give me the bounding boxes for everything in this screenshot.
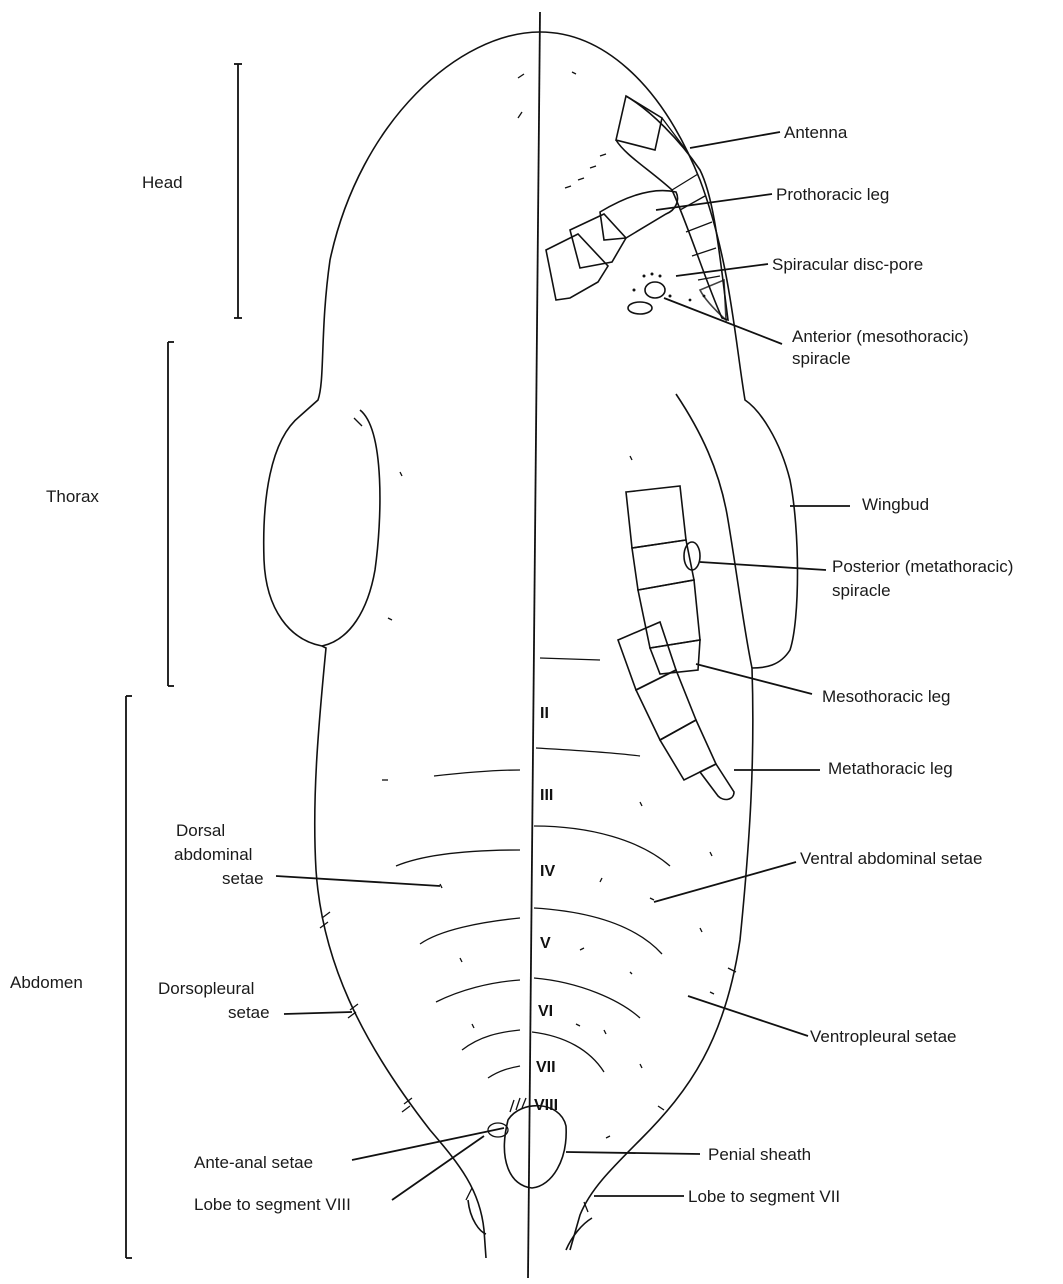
segment-label-vi: VI (538, 1003, 553, 1020)
label-anterior-spiracle-line1: Anterior (mesothoracic) (792, 327, 969, 346)
label-lobe-segment-vii: Lobe to segment VII (688, 1187, 840, 1206)
label-metathoracic-leg: Metathoracic leg (828, 759, 953, 778)
body-midline (528, 12, 540, 1278)
body-outline (264, 32, 540, 1258)
label-head: Head (142, 173, 183, 192)
label-mesothoracic-leg: Mesothoracic leg (822, 687, 951, 706)
label-lobe-segment-viii: Lobe to segment VIII (194, 1195, 351, 1214)
segment-label-ii: II (540, 705, 549, 722)
abdomen-bracket (126, 696, 132, 1258)
dorsal-wingbud (322, 410, 380, 646)
label-posterior-spiracle-line2: spiracle (832, 581, 891, 600)
label-ventral-abdominal-setae: Ventral abdominal setae (800, 849, 982, 868)
ventral-wingbud (676, 394, 752, 668)
metathoracic-leg-shape (618, 622, 734, 799)
label-ventropleural-setae: Ventropleural setae (810, 1027, 957, 1046)
label-ante-anal-setae: Ante-anal setae (194, 1153, 313, 1172)
mesothoracic-leg-shape (626, 486, 700, 674)
label-antenna: Antenna (784, 123, 848, 142)
label-abdomen: Abdomen (10, 973, 83, 992)
thorax-bracket (168, 342, 174, 686)
label-penial-sheath: Penial sheath (708, 1145, 811, 1164)
label-dorsal-abdominal-setae-line3: setae (222, 869, 264, 888)
lobe-vii-right (566, 1218, 592, 1250)
label-dorsal-abdominal-setae-line1: Dorsal (176, 821, 225, 840)
label-dorsopleural-setae-line2: setae (228, 1003, 270, 1022)
penial-sheath-shape (504, 1106, 566, 1188)
label-dorsal-abdominal-setae-line2: abdominal (174, 845, 252, 864)
segment-label-v: V (540, 935, 551, 952)
label-thorax: Thorax (46, 487, 99, 506)
segment-label-viii: VIII (534, 1097, 558, 1114)
segment-label-vii: VII (536, 1059, 556, 1076)
label-wingbud: Wingbud (862, 495, 929, 514)
label-spiracular-disc-pore: Spiracular disc-pore (772, 255, 923, 274)
body-outline-right (540, 32, 798, 1250)
head-bracket (234, 64, 242, 318)
segment-label-iii: III (540, 787, 553, 804)
label-prothoracic-leg: Prothoracic leg (776, 185, 889, 204)
segment-label-iv: IV (540, 863, 555, 880)
label-dorsopleural-setae-line1: Dorsopleural (158, 979, 254, 998)
prothoracic-leg-shape (546, 191, 678, 300)
label-posterior-spiracle-line1: Posterior (metathoracic) (832, 557, 1013, 576)
setae-marks (320, 72, 736, 1212)
anterior-spiracle-shape (628, 273, 705, 315)
label-anterior-spiracle-line2: spiracle (792, 349, 851, 368)
